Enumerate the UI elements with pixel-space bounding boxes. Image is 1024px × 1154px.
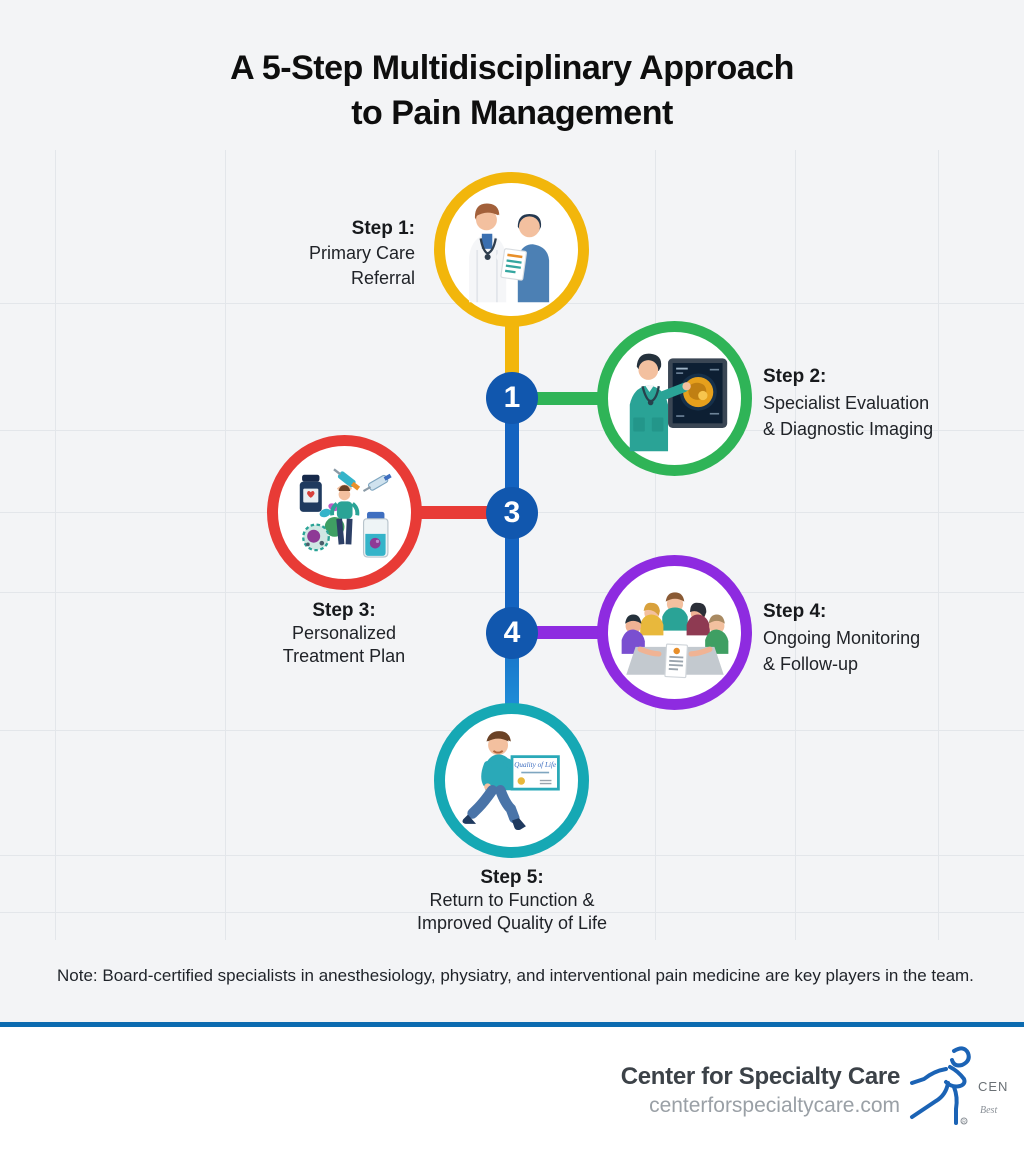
grid-line	[655, 150, 656, 940]
doctor-referral-illustration	[468, 203, 549, 302]
svg-text:R: R	[962, 1120, 966, 1126]
step1-label: Step 1: Primary Care Referral	[309, 216, 415, 291]
step-badge-3: 3	[486, 487, 538, 539]
brand-website: centerforspecialtycare.com	[649, 1094, 900, 1117]
step4-desc-line1: Ongoing Monitoring	[763, 628, 921, 648]
treatment-options-illustration	[299, 467, 392, 558]
step5-label: Step 5: Return to Function & Improved Qu…	[342, 866, 682, 935]
runner-icon: R	[910, 1046, 971, 1126]
brand-logo: R CEN Best	[902, 1043, 1024, 1143]
step1-desc-line2: Referral	[350, 268, 415, 288]
step5-desc-line1: Return to Function &	[429, 890, 595, 910]
grid-line	[0, 912, 1024, 913]
step3-label: Step 3: Personalized Treatment Plan	[204, 599, 484, 668]
page-title: A 5-Step Multidisciplinary Approach to P…	[0, 46, 1024, 136]
step1-desc-line1: Primary Care	[308, 243, 415, 263]
page-title-line2: to Pain Management	[351, 94, 673, 132]
logo-text: CEN	[978, 1079, 1009, 1094]
grid-line	[938, 150, 939, 940]
grid-line	[795, 150, 796, 940]
step3-desc-line1: Personalized	[291, 623, 397, 643]
certificate-title-text: Quality of Life	[514, 761, 557, 769]
care-team-meeting-illustration	[621, 591, 728, 678]
timeline-spine	[505, 376, 519, 710]
step4-desc-line2: & Follow-up	[763, 654, 859, 674]
connector-step2	[530, 392, 606, 405]
grid-line	[225, 150, 226, 940]
step-badge-4: 4	[486, 607, 538, 659]
step2-desc-line1: Specialist Evaluation	[763, 393, 930, 413]
footer-divider	[0, 1022, 1024, 1027]
brand-block: Center for Specialty Care centerforspeci…	[620, 1063, 901, 1118]
step1-title: Step 1:	[351, 218, 415, 239]
step4-label: Step 4: Ongoing Monitoring & Follow-up	[763, 599, 920, 677]
step3-title: Step 3:	[312, 600, 376, 621]
connector-step1	[505, 318, 519, 382]
page-title-line1: A 5-Step Multidisciplinary Approach	[230, 49, 794, 87]
specialist-imaging-illustration	[629, 353, 727, 451]
step1-circle	[434, 172, 589, 327]
grid-line	[55, 150, 56, 940]
infographic-canvas: A 5-Step Multidisciplinary Approach to P…	[0, 0, 1024, 1022]
connector-step3	[414, 506, 494, 519]
step2-label: Step 2: Specialist Evaluation & Diagnost…	[763, 364, 933, 442]
footer: Center for Specialty Care centerforspeci…	[0, 1027, 1024, 1154]
step4-title: Step 4:	[763, 601, 827, 622]
step5-circle: Quality of Life	[434, 703, 589, 858]
walking-with-certificate-illustration: Quality of Life	[462, 730, 560, 830]
step-badge-1: 1	[486, 372, 538, 424]
note-text: Note: Board-certified specialists in ane…	[57, 966, 974, 985]
logo-tagline: Best	[980, 1105, 998, 1116]
step4-circle	[597, 555, 752, 710]
step2-circle	[597, 321, 752, 476]
step5-title: Step 5:	[480, 867, 544, 888]
step2-title: Step 2:	[763, 366, 827, 387]
step3-circle	[267, 435, 422, 590]
step5-desc-line2: Improved Quality of Life	[416, 913, 608, 933]
step3-desc-line2: Treatment Plan	[282, 646, 406, 666]
connector-step4	[530, 626, 606, 639]
brand-name: Center for Specialty Care	[620, 1063, 901, 1090]
step2-desc-line2: & Diagnostic Imaging	[763, 419, 934, 439]
